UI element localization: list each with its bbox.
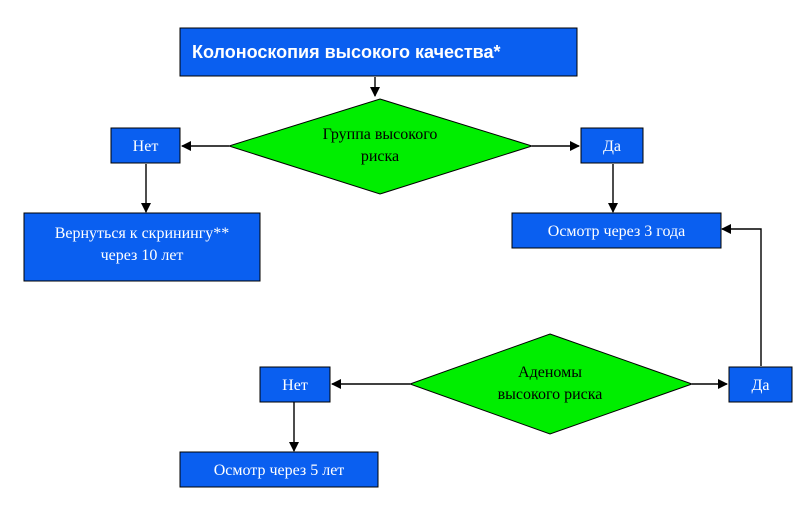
decision-high-risk-group — [227, 98, 534, 195]
yes-label-2: Да — [751, 377, 769, 394]
exam-3-years-box — [511, 212, 722, 249]
no-label-2: Нет — [282, 377, 308, 394]
return-screening-box — [23, 212, 261, 282]
edge-yes2-to-exam3 — [721, 224, 762, 366]
no-label-1: Нет — [133, 138, 159, 155]
yes-label-1: Да — [603, 138, 621, 155]
exam-5-years-label: Осмотр через 5 лет — [214, 462, 345, 479]
no-box-1 — [110, 127, 181, 164]
start-label: Колоноскопия высокого качества* — [192, 42, 501, 62]
return-screening-line2: через 10 лет — [101, 247, 184, 264]
decision-high-risk-group-line1: Группа высокого — [323, 126, 438, 143]
no-box-2 — [259, 366, 331, 403]
yes-box-2 — [728, 366, 793, 403]
decision-adenomas-line2: высокого риска — [498, 386, 603, 403]
decision-adenomas — [408, 333, 694, 435]
exam-3-years-label: Осмотр через 3 года — [548, 223, 685, 240]
decision-high-risk-group-line2: риска — [361, 148, 399, 165]
exam-5-years-box — [179, 451, 379, 488]
decision-adenomas-line1: Аденомы — [518, 364, 582, 381]
start-box — [179, 27, 578, 77]
return-screening-line1: Вернуться к скринингу** — [55, 225, 230, 242]
yes-box-1 — [580, 127, 644, 164]
